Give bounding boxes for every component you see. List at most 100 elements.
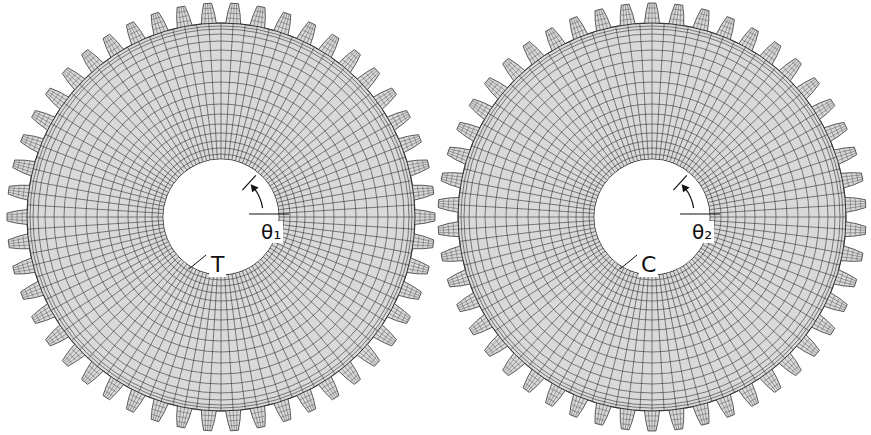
tooth-mesh-line xyxy=(727,396,733,415)
tooth-mesh-line xyxy=(205,410,206,430)
mesh-radial-line xyxy=(138,269,196,392)
tooth-mesh-line xyxy=(601,406,608,425)
tooth-mesh-line xyxy=(208,3,209,23)
mesh-radial-line xyxy=(64,103,174,183)
mesh-radial-line xyxy=(511,84,610,177)
mesh-radial-line xyxy=(495,103,605,183)
mesh-radial-line xyxy=(258,262,345,367)
mesh-radial-line xyxy=(538,264,618,374)
mesh-radial-line xyxy=(677,269,735,392)
tooth-mesh-line xyxy=(403,285,421,294)
tooth-mesh-line xyxy=(442,175,462,177)
tooth-mesh-line xyxy=(34,314,52,322)
mesh-radial-line xyxy=(30,181,164,206)
mesh-radial-line xyxy=(703,124,822,190)
mesh-radial-line xyxy=(33,169,165,203)
mesh-radial-line xyxy=(663,26,688,160)
mesh-radial-line xyxy=(659,25,676,160)
mesh-radial-line xyxy=(161,32,203,161)
tooth-mesh-line xyxy=(525,45,535,62)
mesh-radial-line xyxy=(689,262,776,367)
tooth-mesh-line xyxy=(342,369,356,383)
mesh-radial-line xyxy=(604,29,638,161)
tooth-mesh-line xyxy=(782,60,797,73)
mesh-radial-line xyxy=(235,273,269,405)
mesh-radial-line xyxy=(476,242,599,300)
mesh-radial-line xyxy=(36,235,165,277)
mesh-radial-line xyxy=(279,221,415,230)
mesh-radial-line xyxy=(209,23,218,159)
mesh-radial-line xyxy=(275,238,401,288)
mesh-radial-line xyxy=(249,47,315,166)
mesh-radial-line xyxy=(276,157,405,199)
tooth-mesh-line xyxy=(128,24,135,43)
tooth-mesh-line xyxy=(66,353,82,365)
mesh-ring xyxy=(145,141,297,293)
tooth-mesh-line xyxy=(408,162,428,165)
mesh-radial-line xyxy=(232,274,257,408)
tooth-mesh-line xyxy=(415,219,435,221)
tooth-mesh-line xyxy=(697,9,704,28)
tooth-mesh-line xyxy=(181,7,185,27)
tooth-mesh-line xyxy=(486,82,500,96)
tooth-mesh-line xyxy=(835,281,855,286)
mesh-radial-line xyxy=(604,273,638,405)
tooth-mesh-line xyxy=(86,51,100,65)
mesh-radial-line xyxy=(185,26,210,160)
mesh-radial-line xyxy=(680,47,746,166)
tooth-mesh-line xyxy=(360,69,376,81)
tooth-mesh-line xyxy=(487,81,502,94)
mesh-radial-line xyxy=(663,274,688,408)
mesh-radial-line xyxy=(45,134,168,192)
tooth-mesh-line xyxy=(573,18,580,37)
tooth-mesh-line xyxy=(673,410,677,430)
leader-line xyxy=(189,255,206,269)
mesh-radial-line xyxy=(225,275,234,411)
mesh-radial-line xyxy=(80,257,179,350)
tooth-mesh-line xyxy=(472,324,490,333)
tooth-mesh-line xyxy=(365,347,378,362)
tooth-mesh-line xyxy=(261,7,263,27)
tooth-mesh-line xyxy=(179,7,181,27)
mesh-radial-line xyxy=(689,68,776,173)
mesh-radial-line xyxy=(150,271,200,397)
tooth-mesh-line xyxy=(845,201,865,202)
mesh-radial-line xyxy=(27,217,163,218)
tooth-mesh-line xyxy=(627,4,631,24)
tooth-mesh-line xyxy=(21,140,39,149)
tooth-mesh-line xyxy=(85,366,98,381)
mesh-radial-line xyxy=(64,251,174,331)
tooth-mesh-line xyxy=(782,361,797,374)
tooth-mesh-line xyxy=(801,341,816,354)
tooth-mesh-line xyxy=(22,288,41,295)
mesh-radial-line xyxy=(656,23,665,159)
tooth-mesh-line xyxy=(785,61,799,76)
mesh-radial-line xyxy=(461,228,595,253)
tooth-mesh-line xyxy=(380,328,395,341)
tooth-mesh-line xyxy=(835,149,855,154)
tooth-mesh-line xyxy=(277,403,285,422)
mesh-radial-line xyxy=(464,231,596,265)
tooth-mesh-line xyxy=(547,30,555,48)
tooth-mesh-line xyxy=(233,411,234,431)
mesh-radial-line xyxy=(266,93,371,180)
mesh-ring xyxy=(158,154,284,280)
tooth-mesh-line xyxy=(376,90,393,100)
tooth-mesh-line xyxy=(846,225,866,228)
tooth-mesh-line xyxy=(413,241,433,244)
mesh-ring xyxy=(458,23,846,411)
mesh-radial-line xyxy=(692,259,785,358)
mesh-radial-line xyxy=(709,228,843,253)
tooth-mesh-line xyxy=(843,177,863,181)
angle-arrowhead xyxy=(682,184,690,192)
tooth-mesh-line xyxy=(704,404,707,424)
mesh-radial-line xyxy=(511,257,610,350)
tooth-mesh-line xyxy=(804,338,818,352)
tooth-mesh-line xyxy=(838,153,857,161)
tooth-mesh-line xyxy=(648,3,650,23)
tooth-mesh-line xyxy=(652,411,653,431)
tooth-mesh-line xyxy=(413,190,433,193)
mesh-radial-line xyxy=(592,272,634,401)
mesh-radial-line xyxy=(51,124,170,190)
